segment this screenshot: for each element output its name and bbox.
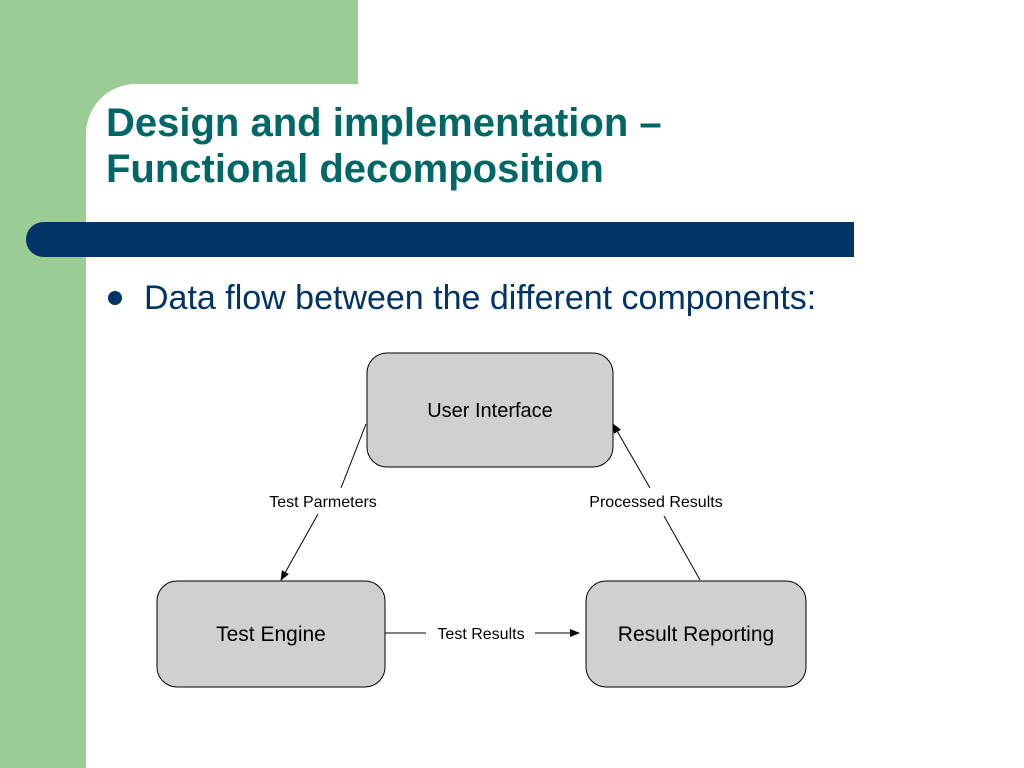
node-result-reporting-label: Result Reporting xyxy=(618,623,774,646)
edge-processed-results-upper xyxy=(612,423,651,489)
title-underline-bar xyxy=(26,222,854,257)
bullet-item: Data flow between the different componen… xyxy=(108,274,816,322)
edge-test-parameters-lower xyxy=(280,513,319,581)
node-result-reporting: Result Reporting xyxy=(585,580,807,688)
node-user-interface-label: User Interface xyxy=(427,400,553,422)
edge-label-test-parameters: Test Parmeters xyxy=(269,494,377,511)
slide-title: Design and implementation – Functional d… xyxy=(106,100,986,192)
slide-title-line-2: Functional decomposition xyxy=(106,147,604,191)
node-test-engine: Test Engine xyxy=(156,580,386,688)
edge-processed-results-lower xyxy=(663,515,701,581)
slide-title-line-1: Design and implementation – xyxy=(106,101,662,145)
edge-label-test-results: Test Results xyxy=(437,626,524,643)
edge-test-parameters-upper xyxy=(340,423,367,489)
node-test-engine-label: Test Engine xyxy=(216,623,326,646)
bullet-text: Data flow between the different componen… xyxy=(144,278,817,317)
bullet-dot-icon xyxy=(108,291,122,305)
node-user-interface: User Interface xyxy=(366,352,614,468)
edge-label-processed-results: Processed Results xyxy=(589,494,722,511)
